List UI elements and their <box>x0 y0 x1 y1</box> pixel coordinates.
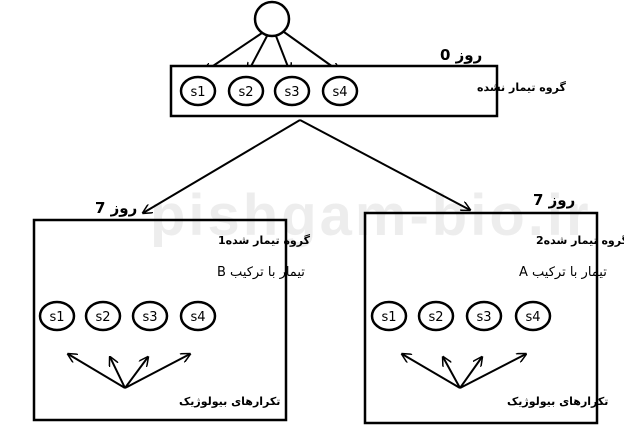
sample-node <box>514 300 552 332</box>
sample-node <box>321 75 359 107</box>
sample-label: s3 <box>476 310 491 325</box>
right-day-label: روز 7 <box>533 191 575 209</box>
arrow-replicate <box>124 357 148 389</box>
sample-node <box>179 300 217 332</box>
sample-label: s1 <box>49 310 64 325</box>
treated-group-2-box <box>363 211 599 425</box>
top-day-label: روز 0 <box>440 46 482 64</box>
right-replicates-label: تکرارهای بیولوژیک <box>507 395 608 408</box>
arrow-to-right-group <box>299 119 470 210</box>
arrow-replicate <box>68 354 126 389</box>
arrow-to-left-group <box>143 119 301 213</box>
sample-node <box>131 300 169 332</box>
sample-node <box>465 300 503 332</box>
sample-node <box>84 300 122 332</box>
sample-node <box>38 300 76 332</box>
right-treatment-label: تیمار با ترکیب A <box>519 265 607 280</box>
sample-label: s4 <box>525 310 540 325</box>
sample-node <box>417 300 455 332</box>
treated-group-1-box <box>32 218 288 422</box>
sample-label: s3 <box>284 85 299 100</box>
arrow-replicate <box>459 354 526 389</box>
sample-label: s4 <box>332 85 347 100</box>
top-samples: s1 s2 s3 s4 <box>179 75 359 107</box>
sample-label: s1 <box>190 85 205 100</box>
top-group-label: گروه تیمار نشده <box>477 81 566 94</box>
right-replicate-arrows <box>402 354 526 389</box>
left-group-label: گروه تیمار شده1 <box>218 234 311 247</box>
arrow-replicate <box>402 354 461 389</box>
arrow-replicate <box>124 354 190 389</box>
sample-label: s4 <box>190 310 205 325</box>
sample-label: s2 <box>238 85 253 100</box>
sample-label: s3 <box>142 310 157 325</box>
arrow-replicate <box>110 357 126 389</box>
sample-node <box>273 75 311 107</box>
sample-label: s2 <box>95 310 110 325</box>
left-replicate-arrows <box>68 354 190 389</box>
source-node <box>253 0 291 38</box>
arrow-replicate <box>459 357 482 389</box>
left-day-label: روز 7 <box>95 199 137 217</box>
left-samples: s1 s2 s3 s4 <box>38 300 217 332</box>
sample-label: s2 <box>428 310 443 325</box>
sample-node <box>370 300 408 332</box>
sample-node <box>179 75 217 107</box>
left-replicates-label: تکرارهای بیولوژیک <box>179 395 280 408</box>
sample-node <box>227 75 265 107</box>
sample-label: s1 <box>381 310 396 325</box>
right-samples: s1 s2 s3 s4 <box>370 300 552 332</box>
left-treatment-label: تیمار با ترکیب B <box>217 265 305 280</box>
branch-arrows <box>143 119 470 213</box>
right-group-label: گروه تیمار شده2 <box>536 234 624 247</box>
arrow-replicate <box>443 357 461 389</box>
